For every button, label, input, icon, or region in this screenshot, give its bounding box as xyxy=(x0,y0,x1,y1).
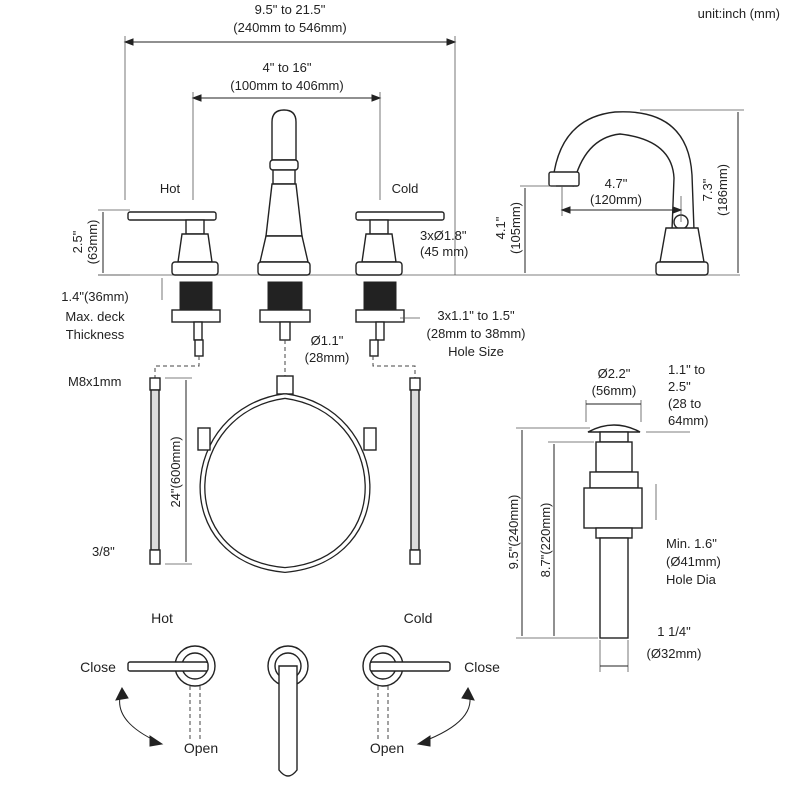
hose-length-dimension xyxy=(165,377,192,565)
deck-thickness: 1.4"(36mm) xyxy=(61,289,128,304)
handle-height-inch: 2.5" xyxy=(70,230,85,253)
rotation-arrow-right-icon xyxy=(416,686,475,747)
pop-up-drain xyxy=(583,424,643,639)
right-cold-handle xyxy=(355,211,445,276)
faucet-spread-mm: (240mm to 546mm) xyxy=(233,20,346,35)
stopper-range-3: (28 to xyxy=(668,396,701,411)
under-deck-valves xyxy=(171,281,405,357)
hose-connector-label: 3/8" xyxy=(92,544,115,559)
spout-reach-mm: (120mm) xyxy=(590,192,642,207)
close-right-label: Close xyxy=(464,659,500,675)
hose-length-label: 24"(600mm) xyxy=(168,436,183,507)
rotation-arrow-left-icon xyxy=(115,686,164,747)
total-height-mm: (186mm) xyxy=(715,164,730,216)
faucet-spread-inch: 9.5" to 21.5" xyxy=(255,2,326,17)
total-height-dimension xyxy=(640,109,744,273)
spout-height-mm: (105mm) xyxy=(508,202,523,254)
min-hole-inch: Min. 1.6" xyxy=(666,536,717,551)
spout-height-inch: 4.1" xyxy=(493,216,508,239)
drain-cap-mm: (56mm) xyxy=(592,383,637,398)
top-cold-label: Cold xyxy=(392,181,419,196)
stopper-range-2: 2.5" xyxy=(668,379,691,394)
tailpiece-inch: 1 1/4" xyxy=(657,624,691,639)
spout-height-dimension xyxy=(520,185,556,273)
min-hole-mm: (Ø41mm) xyxy=(666,554,721,569)
hole-size-label: Hole Size xyxy=(448,344,504,359)
faucet-spread-dimension-line xyxy=(123,36,457,275)
hole-size-mm: (28mm to 38mm) xyxy=(427,326,526,341)
tailpiece-dimension xyxy=(599,640,629,672)
drain-body-length-dimension xyxy=(548,441,594,636)
stopper-range-4: 64mm) xyxy=(668,413,708,428)
open-left-label: Open xyxy=(184,740,218,756)
drain-cap-inch: Ø2.2" xyxy=(598,366,631,381)
drain-total-length-dimension xyxy=(516,427,598,639)
tailpiece-mm: (Ø32mm) xyxy=(647,646,702,661)
handle-height-mm: (63mm) xyxy=(85,220,100,265)
close-left-label: Close xyxy=(80,659,116,675)
cold-handle-top-view xyxy=(362,645,451,740)
center-spout-top-view xyxy=(267,645,309,777)
drain-cap-diameter-dimension xyxy=(585,400,642,422)
base-diameter-mm: (45 mm) xyxy=(420,244,468,259)
operation-hot-label: Hot xyxy=(151,610,173,626)
drain-total-length: 9.5"(240mm) xyxy=(506,495,521,570)
deck-label-2: Thickness xyxy=(66,327,125,342)
inlet-diameter-inch: Ø1.1" xyxy=(311,333,344,348)
deck-label: Max. deck xyxy=(65,309,125,324)
right-braided-hose xyxy=(409,377,421,565)
hot-handle-top-view xyxy=(127,645,216,740)
handle-spread-mm: (100mm to 406mm) xyxy=(230,78,343,93)
top-hot-label: Hot xyxy=(160,181,181,196)
hose-thread-label: M8x1mm xyxy=(68,374,121,389)
coiled-spout-hose xyxy=(197,375,377,574)
base-diameter-inch: 3xØ1.8" xyxy=(420,228,467,243)
left-hot-handle xyxy=(127,211,219,276)
operation-cold-label: Cold xyxy=(404,610,433,626)
handle-spread-inch: 4" to 16" xyxy=(263,60,312,75)
hose-connection-lines xyxy=(154,340,416,378)
stopper-range-1: 1.1" to xyxy=(668,362,705,377)
drain-body-length: 8.7"(220mm) xyxy=(538,503,553,578)
spout-reach-dimension xyxy=(560,186,683,222)
center-spout xyxy=(257,109,311,276)
spout-side-view xyxy=(548,111,709,276)
handle-spread-dimension-line xyxy=(191,92,382,200)
inlet-diameter-mm: (28mm) xyxy=(305,350,350,365)
open-right-label: Open xyxy=(370,740,404,756)
left-braided-hose xyxy=(149,377,161,565)
handle-height-dimension xyxy=(98,209,130,276)
hole-size-range: 3x1.1" to 1.5" xyxy=(437,308,515,323)
spout-reach-inch: 4.7" xyxy=(605,176,628,191)
min-hole-label: Hole Dia xyxy=(666,572,717,587)
total-height-inch: 7.3" xyxy=(700,178,715,201)
unit-note: unit:inch (mm) xyxy=(698,6,780,21)
